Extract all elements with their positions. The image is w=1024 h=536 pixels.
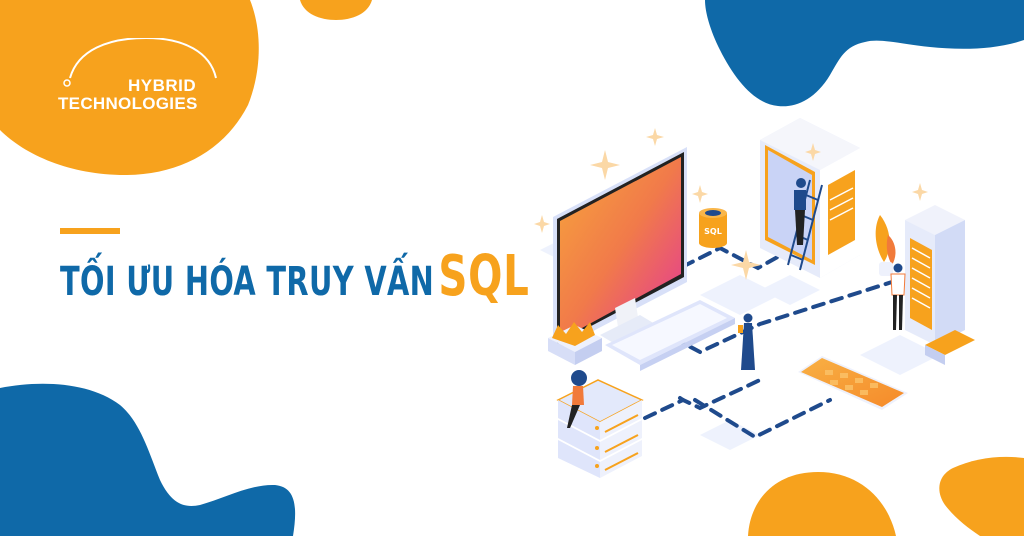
title-highlight: SQL bbox=[438, 244, 530, 309]
person-standing-right bbox=[890, 263, 906, 330]
person-standing-center bbox=[738, 313, 755, 370]
blue-blob-top-right bbox=[705, 0, 1024, 107]
blue-blob-bottom-left bbox=[0, 383, 296, 536]
orange-blob-bottom-right bbox=[939, 456, 1024, 536]
server-stack bbox=[556, 370, 644, 478]
plant-box-left bbox=[548, 322, 602, 365]
logo-text-technologies: TECHNOLOGIES bbox=[58, 94, 198, 113]
orange-blob-top-small bbox=[300, 0, 372, 20]
orange-blob-bottom-center bbox=[748, 472, 896, 536]
monitor bbox=[553, 147, 687, 352]
smartphone bbox=[798, 356, 908, 410]
brand-logo: HYBRID TECHNOLOGIES bbox=[58, 38, 218, 118]
orange-blob-top-left bbox=[0, 0, 259, 175]
title-main: TỐI ƯU HÓA TRUY VẤN bbox=[60, 259, 435, 305]
page-title: TỐI ƯU HÓA TRUY VẤNSQL bbox=[60, 244, 530, 309]
sparkle-icons bbox=[534, 128, 928, 280]
server-with-ladder bbox=[760, 118, 860, 278]
server-rack bbox=[905, 205, 975, 365]
sql-database-icon: SQL bbox=[699, 208, 727, 248]
keyboard bbox=[605, 300, 735, 371]
accent-bar bbox=[60, 228, 120, 234]
plant bbox=[875, 215, 896, 276]
logo-arc-icon bbox=[63, 38, 217, 87]
svg-text:SQL: SQL bbox=[704, 227, 722, 236]
logo-text-hybrid: HYBRID bbox=[128, 76, 197, 95]
